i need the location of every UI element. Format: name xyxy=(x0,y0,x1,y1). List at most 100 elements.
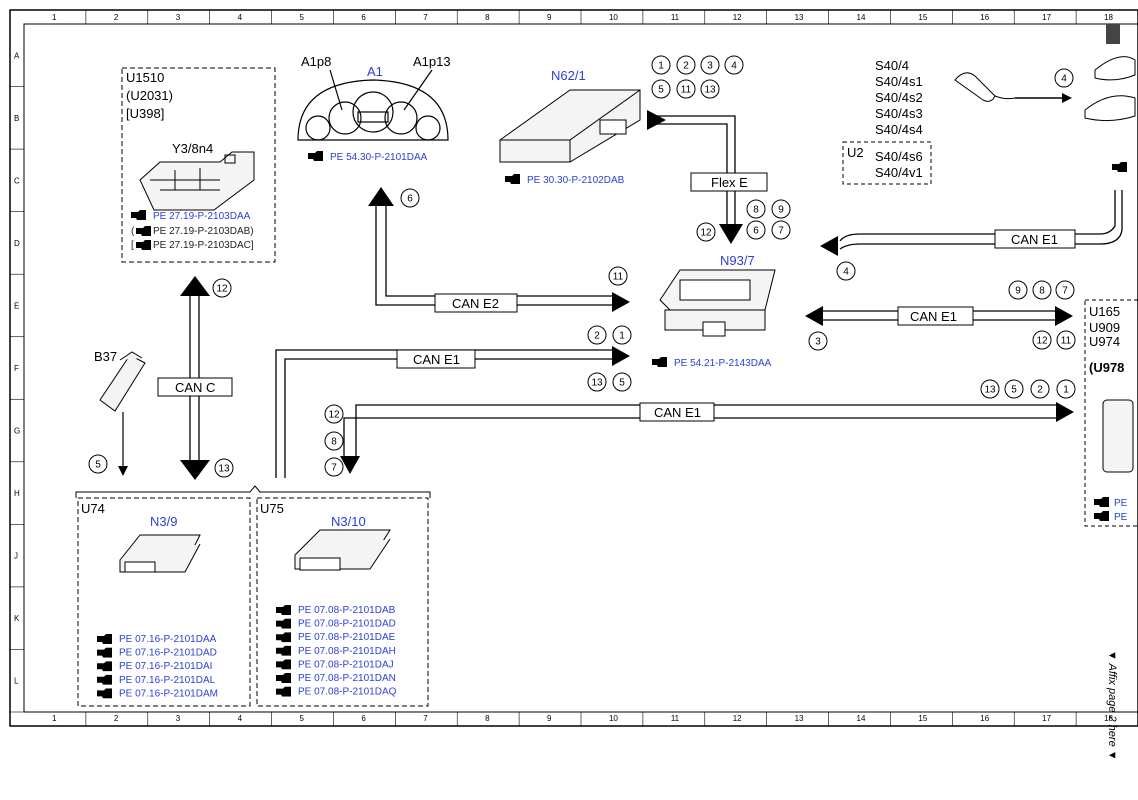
grid-col-label: 8 xyxy=(485,714,490,723)
n62-module-image xyxy=(499,89,641,163)
can-e1-label-mid: CAN E1 xyxy=(413,352,460,367)
ref-link[interactable]: PE 07.16-P-2101DAL xyxy=(119,675,216,686)
ref-link[interactable]: PE 07.16-P-2101DAA xyxy=(119,634,217,645)
ref-link[interactable]: PE 07.08-P-2101DAJ xyxy=(298,659,394,670)
ref-hand-icon xyxy=(308,151,323,161)
u1510-ref-1[interactable]: PE 27.19-P-2103DAA xyxy=(153,211,251,222)
can-e1-label-box xyxy=(994,229,1076,249)
grid-col-label: 4 xyxy=(238,714,243,723)
ref-hand-icon xyxy=(1094,497,1109,507)
marker-number: 4 xyxy=(843,267,849,278)
u75-ref-list: PE 07.08-P-2101DAB PE 07.08-P-2101DAD PE 0… xyxy=(276,605,397,698)
grid-row-label: A xyxy=(14,51,20,60)
u974-label: U974 xyxy=(1089,334,1120,349)
marker-number: 8 xyxy=(331,437,337,448)
u165-ref-1[interactable]: PE xyxy=(1114,498,1128,509)
grid-col-label: 15 xyxy=(918,714,927,723)
marker-number: 4 xyxy=(1061,74,1067,85)
grid-row-label: E xyxy=(14,301,19,310)
marker-number: 6 xyxy=(753,226,759,237)
ref-link[interactable]: PE 07.16-P-2101DAD xyxy=(119,648,217,659)
can-c-label: CAN C xyxy=(175,380,215,395)
u1510-ref-2[interactable]: PE 27.19-P-2103DAB) xyxy=(153,226,254,237)
grid-col-label: 6 xyxy=(361,13,366,22)
bus-arrowheads xyxy=(180,110,1074,480)
marker-number: 12 xyxy=(216,284,228,295)
u1510-label: U1510 xyxy=(126,70,164,85)
u74-box xyxy=(77,497,251,707)
grid-row-label: F xyxy=(14,364,19,373)
grid-col-label: 9 xyxy=(547,13,552,22)
a1-ref[interactable]: PE 54.30-P-2101DAA xyxy=(330,152,428,163)
ref-link[interactable]: PE 07.08-P-2101DAQ xyxy=(298,687,397,698)
marker-number: 7 xyxy=(778,226,784,237)
marker-circle xyxy=(400,188,420,208)
ref-hand-icon xyxy=(652,357,667,367)
marker-circle xyxy=(836,261,856,281)
grid-col-label: 17 xyxy=(1042,13,1051,22)
marker-number: 5 xyxy=(1011,385,1017,396)
marker-circle xyxy=(700,55,720,75)
ref-link[interactable]: PE 07.08-P-2101DAD xyxy=(298,619,396,630)
instrument-cluster-image xyxy=(297,69,449,141)
affix-note: ▼ Affix page 2 here ▼ xyxy=(1100,650,1120,790)
ref-hand-icon xyxy=(276,605,291,615)
marker-number: 11 xyxy=(1061,336,1072,347)
grid-column-scale: 1122334455667788991010111112121313141415… xyxy=(52,10,1138,726)
marker-circle xyxy=(700,79,720,99)
marker-circle xyxy=(746,199,766,219)
ref-hand-icon xyxy=(97,661,112,672)
marker-number: 7 xyxy=(1062,286,1068,297)
s40-4s2-label: S40/4s2 xyxy=(875,90,923,105)
can-e1-label-box xyxy=(396,349,476,369)
u74-label: U74 xyxy=(81,501,105,516)
ref-link[interactable]: PE 07.08-P-2101DAE xyxy=(298,632,396,643)
s40-4s3-label: S40/4s3 xyxy=(875,106,923,121)
marker-circle xyxy=(724,55,744,75)
marker-circle xyxy=(651,79,671,99)
marker-circle xyxy=(696,222,716,242)
s40-4v1-label: S40/4v1 xyxy=(875,165,923,180)
marker-number: 13 xyxy=(704,85,716,96)
grid-col-label: 11 xyxy=(671,714,680,723)
ref-hand-icon xyxy=(276,659,291,670)
ref-link[interactable]: PE 07.08-P-2101DAB xyxy=(298,605,396,616)
marker-circle xyxy=(88,454,108,474)
marker-number: 2 xyxy=(1037,385,1043,396)
grid-row-label: K xyxy=(14,614,20,623)
can-c-label-box xyxy=(157,377,233,397)
marker-number: 12 xyxy=(1036,336,1048,347)
grid-col-label: 17 xyxy=(1042,714,1051,723)
marker-number: 12 xyxy=(328,410,340,421)
ref-link[interactable]: PE 07.08-P-2101DAN xyxy=(298,673,396,684)
marker-number: 11 xyxy=(681,85,692,96)
ref-link[interactable]: PE 07.16-P-2101DAM xyxy=(119,688,218,699)
grid-row-label: J xyxy=(14,552,18,561)
n93-7-ref[interactable]: PE 54.21-P-2143DAA xyxy=(674,358,772,369)
u165-label: U165 xyxy=(1089,304,1120,319)
u398-label: [U398] xyxy=(126,106,164,121)
s40-4-label: S40/4 xyxy=(875,58,909,73)
marker-number: 1 xyxy=(1063,385,1069,396)
grid-col-label: 9 xyxy=(547,714,552,723)
grid-col-label: 1 xyxy=(52,714,57,723)
ref-link[interactable]: PE 07.08-P-2101DAH xyxy=(298,646,396,657)
marker-number: 9 xyxy=(778,205,784,216)
grid-col-label: 2 xyxy=(114,13,119,22)
marker-circle xyxy=(1056,379,1076,399)
marker-number: 1 xyxy=(619,331,625,342)
can-e1-label-box xyxy=(897,306,974,326)
marker-circle xyxy=(324,431,344,451)
grid-col-label: 5 xyxy=(300,714,305,723)
n62-1-ref[interactable]: PE 30.30-P-2102DAB xyxy=(527,175,625,186)
ref-link[interactable]: PE 07.16-P-2101DAI xyxy=(119,661,212,672)
grid-col-label: 4 xyxy=(238,13,243,22)
marker-circle xyxy=(808,331,828,351)
u1510-ref-3[interactable]: PE 27.19-P-2103DAC] xyxy=(153,240,254,251)
marker-number: 13 xyxy=(591,378,603,389)
marker-number: 5 xyxy=(619,378,625,389)
u165-ref-2[interactable]: PE xyxy=(1114,512,1128,523)
grid-col-label: 6 xyxy=(361,714,366,723)
